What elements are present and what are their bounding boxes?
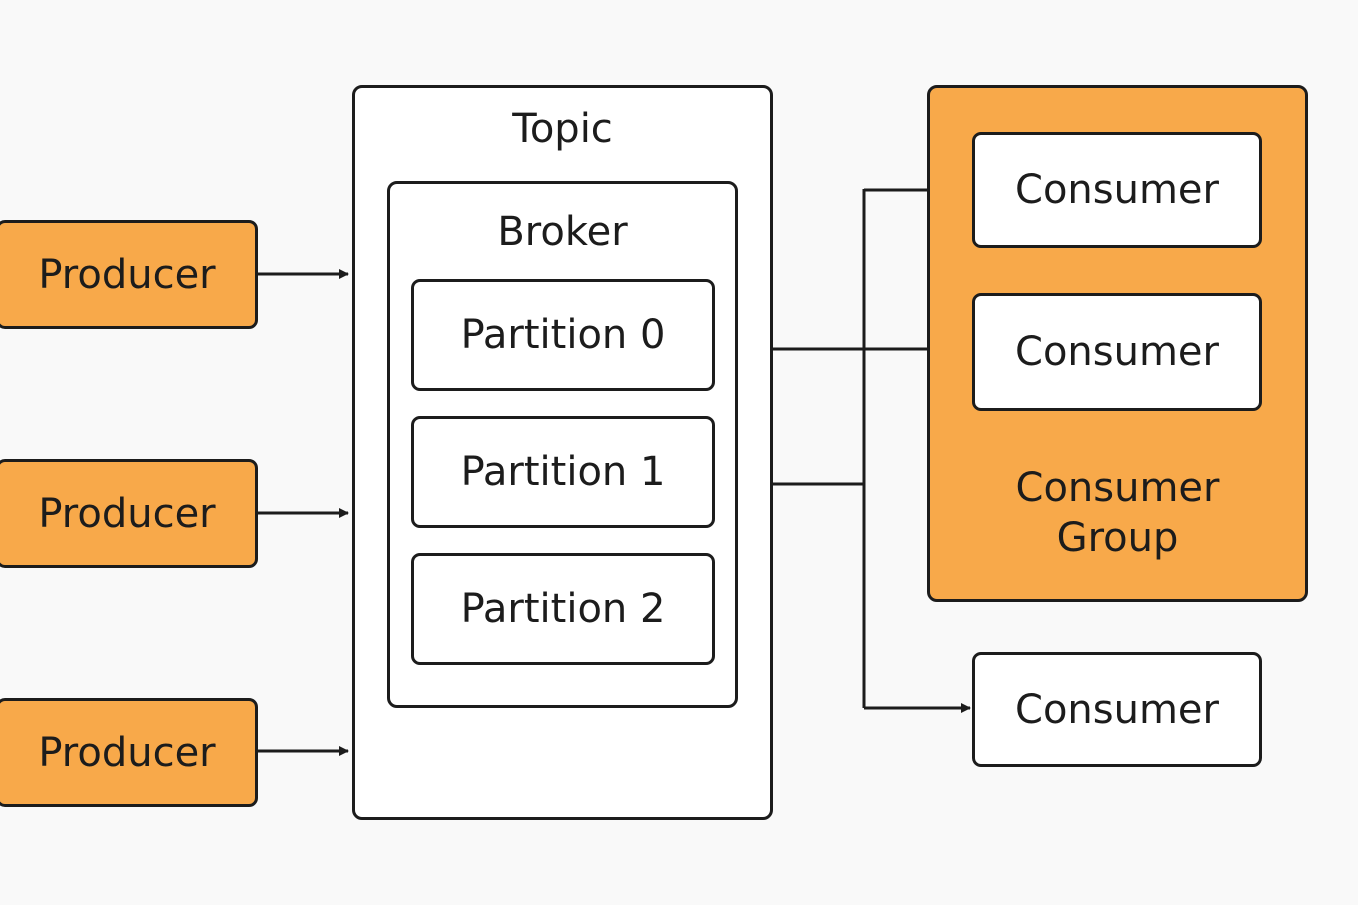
- producer-label: Producer: [38, 729, 216, 776]
- producer-label: Producer: [38, 251, 216, 298]
- partition-label: Partition 0: [460, 312, 666, 358]
- consumer-box: Consumer: [972, 293, 1262, 411]
- consumer-label: Consumer: [1015, 329, 1219, 375]
- topic-title: Topic: [512, 106, 613, 152]
- partition-box: Partition 2: [411, 553, 715, 665]
- consumer-label: Consumer: [1015, 167, 1219, 213]
- consumer-box: Consumer: [972, 132, 1262, 248]
- partition-box: Partition 0: [411, 279, 715, 391]
- broker-title: Broker: [497, 209, 628, 255]
- standalone-consumer-box: Consumer: [972, 652, 1262, 767]
- partition-label: Partition 2: [460, 586, 666, 632]
- partition-label: Partition 1: [460, 449, 666, 495]
- producer-box: Producer: [0, 698, 258, 807]
- producer-label: Producer: [38, 490, 216, 537]
- consumer-label: Consumer: [1015, 686, 1219, 733]
- producer-box: Producer: [0, 459, 258, 568]
- consumer-group-label: Consumer Group: [1015, 465, 1220, 561]
- partition-box: Partition 1: [411, 416, 715, 528]
- producer-box: Producer: [0, 220, 258, 329]
